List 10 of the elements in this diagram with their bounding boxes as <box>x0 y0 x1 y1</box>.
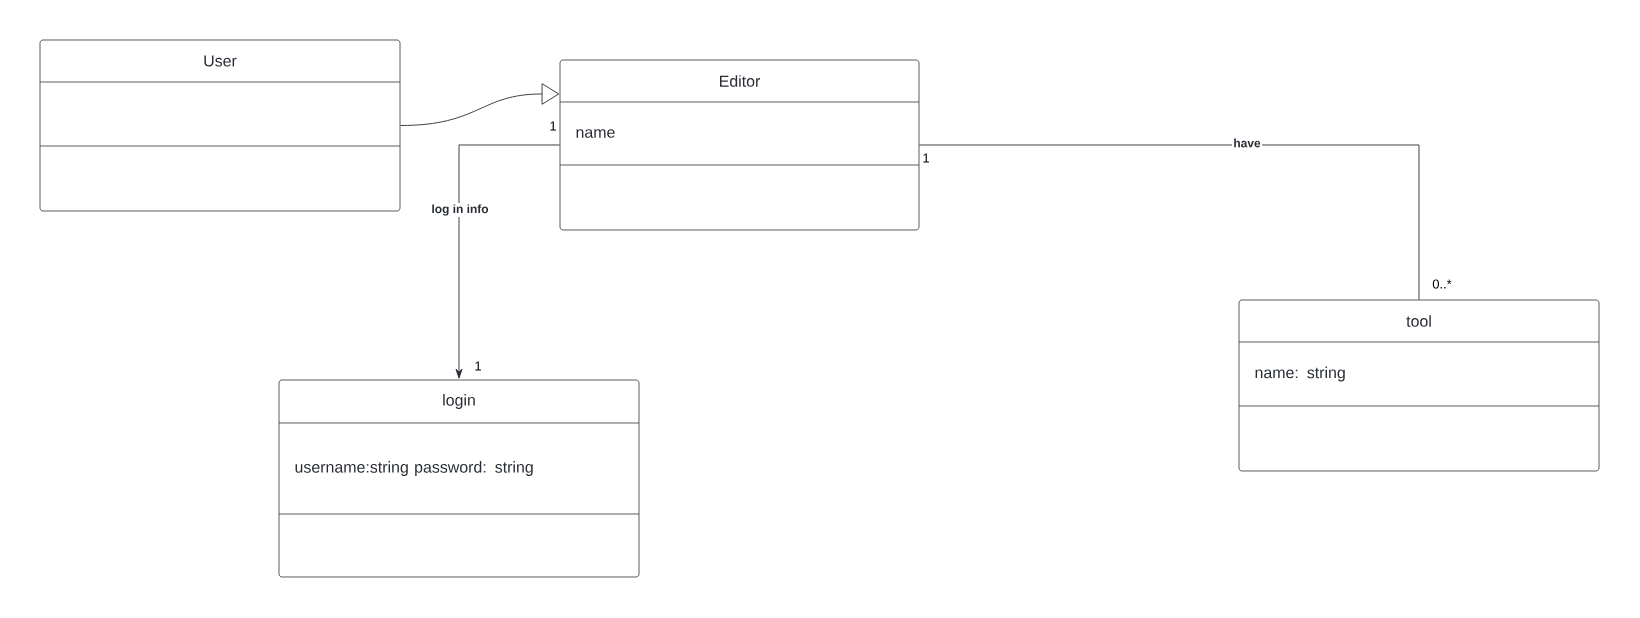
connector <box>918 144 1420 301</box>
edge-label: have <box>1231 137 1263 149</box>
edge-label: log in info <box>429 202 491 218</box>
class-box: Editor name <box>559 59 920 231</box>
class-box: User <box>39 39 401 212</box>
class-box: login username:string password: string <box>278 379 640 578</box>
connector <box>455 144 561 379</box>
connector <box>399 83 560 126</box>
class-box: tool name: string <box>1238 299 1600 472</box>
multiplicity-label: 1 <box>923 153 929 163</box>
